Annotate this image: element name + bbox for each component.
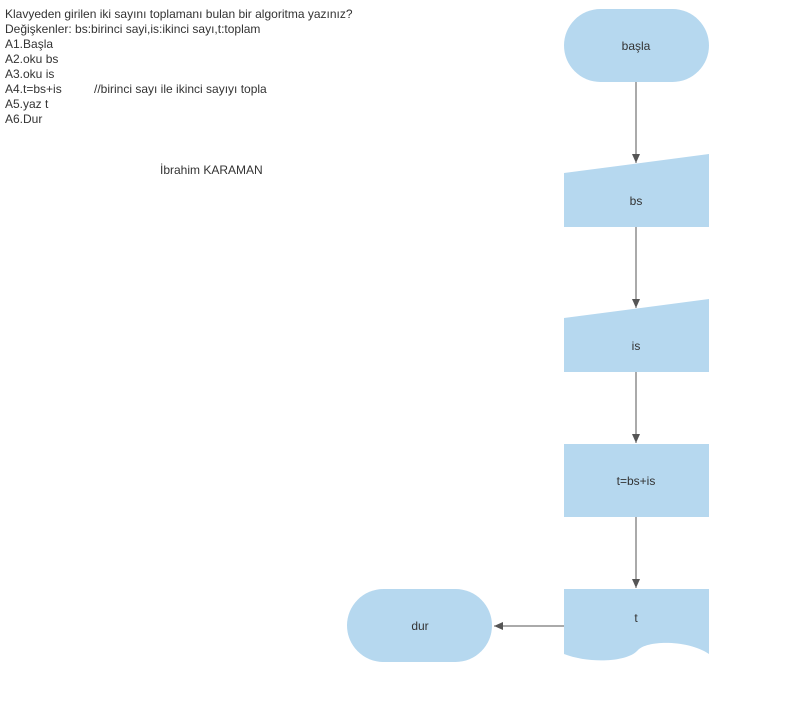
node-input-is[interactable]: is [564,299,709,372]
variables-line: Değişkenler: bs:birinci sayi,is:ikinci s… [5,22,261,36]
input-bs-label: bs [630,194,643,208]
input-is-label: is [632,339,641,353]
input-bs-shape [564,154,709,227]
node-start[interactable]: başla [564,9,709,82]
author-name: İbrahim KARAMAN [160,163,263,177]
node-input-bs[interactable]: bs [564,154,709,227]
start-terminator-shape [564,9,709,82]
step-5-text: A5.yaz t [5,97,49,111]
start-label: başla [622,39,651,53]
step-3: A3.oku is [5,67,353,82]
step-4-comment: //birinci sayı ile ikinci sayıyı topla [94,82,267,96]
node-process-sum[interactable]: t=bs+is [564,444,709,517]
step-1-text: A1.Başla [5,37,54,51]
step-2-text: A2.oku bs [5,52,59,66]
input-is-shape [564,299,709,372]
end-label: dur [411,619,428,633]
step-3-text: A3.oku is [5,67,55,81]
step-2: A2.oku bs [5,52,353,67]
step-6-text: A6.Dur [5,112,43,126]
step-4-text: A4.t=bs+is [5,82,62,96]
process-sum-shape [564,444,709,517]
step-4: A4.t=bs+is //birinci sayı ile ikinci sayı… [5,82,353,97]
node-output-t[interactable]: t [564,589,709,661]
algorithm-text: Klavyeden girilen iki sayını toplamanı b… [5,7,353,127]
output-t-label: t [634,611,638,625]
node-end[interactable]: dur [347,589,492,662]
output-t-shape [564,589,709,661]
end-terminator-shape [347,589,492,662]
step-6: A6.Dur [5,112,353,127]
question-title: Klavyeden girilen iki sayını toplamanı b… [5,7,353,21]
step-5: A5.yaz t [5,97,353,112]
step-1: A1.Başla [5,37,353,52]
process-sum-label: t=bs+is [617,474,656,488]
